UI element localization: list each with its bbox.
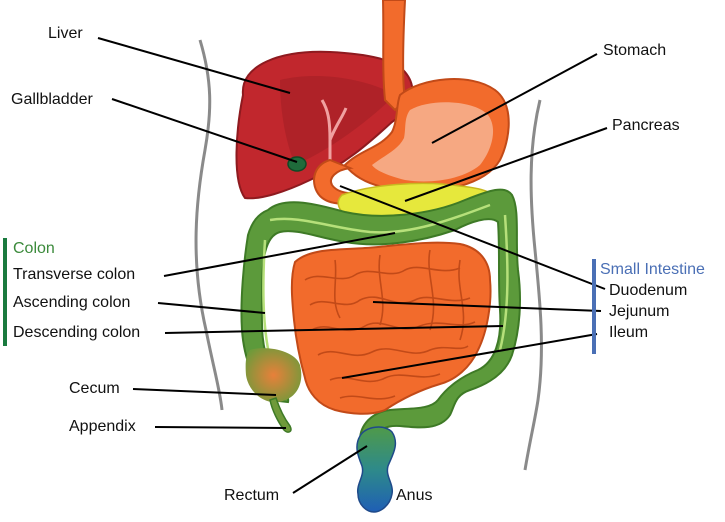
leader-gallbladder xyxy=(111,98,298,163)
colon-group-bar xyxy=(3,238,7,346)
leader-stomach xyxy=(431,53,598,144)
label-transverse-colon: Transverse colon xyxy=(13,266,136,283)
leader-cecum xyxy=(132,388,277,396)
leader-ileum xyxy=(341,333,598,379)
body-outline-left xyxy=(194,39,224,411)
leader-rectum xyxy=(292,445,368,494)
colon-group-title: Colon xyxy=(13,240,55,257)
label-liver: Liver xyxy=(48,25,83,42)
leader-pancreas xyxy=(404,127,608,202)
label-pancreas: Pancreas xyxy=(612,117,680,134)
leader-lines xyxy=(97,37,608,494)
label-jejunum: Jejunum xyxy=(609,303,670,320)
leader-jejunum xyxy=(372,301,602,312)
label-anus: Anus xyxy=(396,487,433,504)
label-ascending-colon: Ascending colon xyxy=(13,294,131,311)
appendix-shape xyxy=(269,397,292,433)
leader-ascending-colon xyxy=(157,302,266,314)
leader-liver xyxy=(97,37,291,94)
label-appendix: Appendix xyxy=(69,418,136,435)
leader-descending-colon xyxy=(164,325,504,334)
leader-transverse-colon xyxy=(163,232,396,277)
small-intestine-group-title: Small Intestine xyxy=(600,261,705,278)
label-ileum: Ileum xyxy=(609,324,649,341)
label-duodenum: Duodenum xyxy=(609,282,688,299)
liver-lobe-shadow xyxy=(280,75,395,165)
label-stomach: Stomach xyxy=(603,42,667,59)
cecum-shape xyxy=(245,348,302,403)
label-cecum: Cecum xyxy=(69,380,120,397)
rectum-shape xyxy=(356,426,397,513)
label-rectum: Rectum xyxy=(224,487,280,504)
label-descending-colon: Descending colon xyxy=(13,324,141,341)
label-gallbladder: Gallbladder xyxy=(11,91,93,108)
leader-appendix xyxy=(154,426,287,429)
small-intestine-group-bar xyxy=(592,259,596,354)
leader-duodenum xyxy=(339,185,606,290)
body-outline-right xyxy=(523,99,543,471)
